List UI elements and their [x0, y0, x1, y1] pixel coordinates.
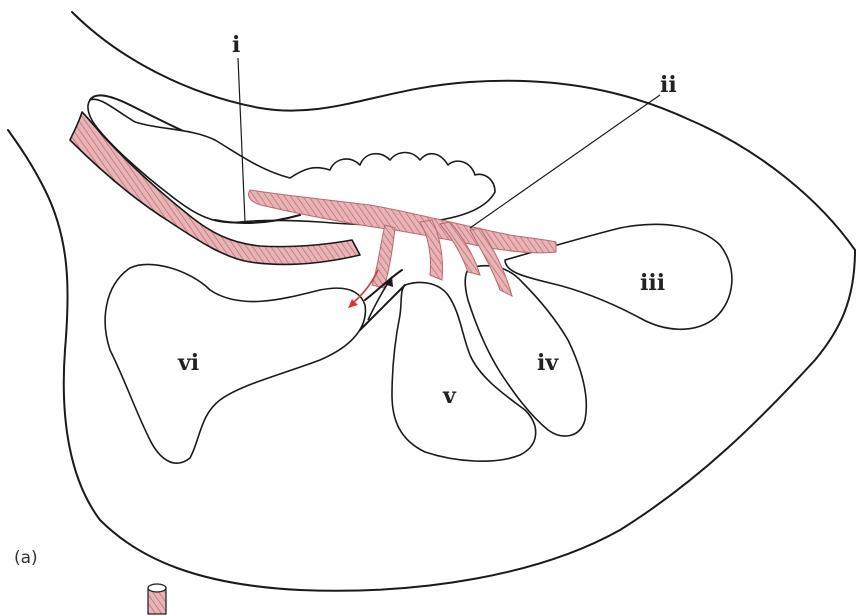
muscle-tube-icon: [148, 584, 166, 614]
leader-ii: [470, 95, 660, 228]
label-i: i: [232, 32, 240, 58]
label-vi: vi: [177, 350, 199, 376]
label-ii: ii: [660, 72, 677, 98]
panel-label: (a): [14, 548, 38, 568]
lobe-vi: [105, 264, 365, 463]
label-iii: iii: [640, 270, 665, 296]
label-iv: iv: [537, 350, 559, 376]
label-v: v: [442, 383, 457, 409]
